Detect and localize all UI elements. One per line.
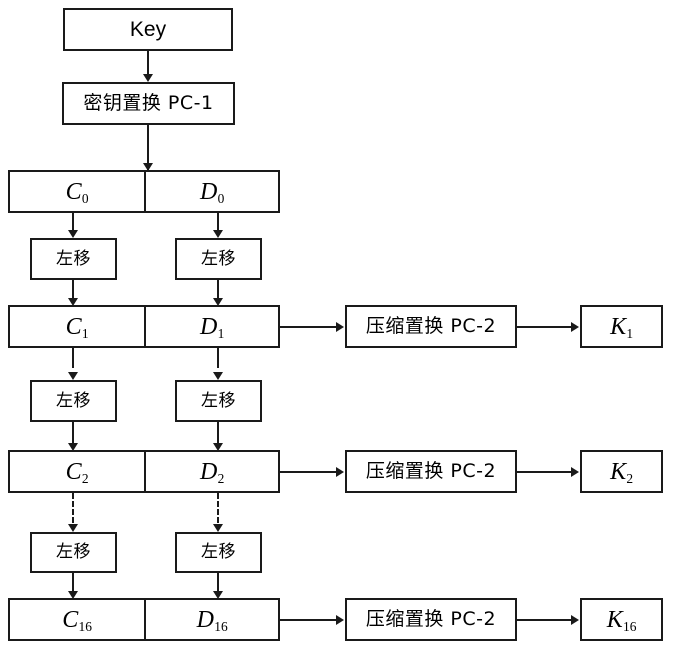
connector-pc2-to-k16 <box>517 619 572 621</box>
connector-shift3-to-d16 <box>217 573 219 591</box>
node-pc2-2: 压缩置换 PC-2 <box>345 450 517 493</box>
arrowhead-shift2-to-d2 <box>213 443 223 451</box>
node-shift-3-left: 左移 <box>30 532 117 573</box>
node-pc2-16: 压缩置换 PC-2 <box>345 598 517 641</box>
arrowhead-c1-to-shift2 <box>68 372 78 380</box>
arrowhead-pc2-to-k16 <box>571 615 579 625</box>
node-key: Key <box>63 8 233 51</box>
arrowhead-pc2-to-k2 <box>571 467 579 477</box>
connector-pc2-to-k2 <box>517 471 572 473</box>
connector-pc1-to-reg0 <box>147 125 149 170</box>
connector-reg1-to-pc2 <box>280 326 337 328</box>
node-subkey-k1: K1 <box>580 305 663 348</box>
subkey-k1-label: K1 <box>610 313 634 341</box>
arrowhead-reg2-to-pc2 <box>336 467 344 477</box>
connector-c2-to-shift3-dashed <box>72 493 74 523</box>
subkey-k16-label: K16 <box>606 606 637 634</box>
connector-shift1-to-c1 <box>72 280 74 302</box>
register-c16-label: C16 <box>62 606 92 634</box>
register-d16-label: D16 <box>196 606 228 634</box>
arrowhead-shift3-to-c16 <box>68 591 78 599</box>
arrowhead-pc2-to-k1 <box>571 322 579 332</box>
node-pc2-1: 压缩置换 PC-2 <box>345 305 517 348</box>
register-c2: C2 <box>10 452 144 491</box>
node-shift-1-right: 左移 <box>175 238 262 280</box>
register-row-0: C0 D0 <box>8 170 280 213</box>
register-row-2: C2 D2 <box>8 450 280 493</box>
arrowhead-d0-to-shift1 <box>213 230 223 238</box>
node-shift-2-right: 左移 <box>175 380 262 422</box>
register-c16: C16 <box>10 600 144 639</box>
register-c1-label: C1 <box>65 313 89 341</box>
arrowhead-c0-to-shift1 <box>68 230 78 238</box>
node-shift-3-right: 左移 <box>175 532 262 573</box>
arrowhead-shift3-to-d16 <box>213 591 223 599</box>
register-d1-label: D1 <box>199 313 225 341</box>
node-pc1: 密钥置换 PC-1 <box>62 82 235 125</box>
arrowhead-reg16-to-pc2 <box>336 615 344 625</box>
connector-shift2-to-c2 <box>72 422 74 444</box>
arrowhead-shift2-to-c2 <box>68 443 78 451</box>
node-subkey-k16: K16 <box>580 598 663 641</box>
register-d1: D1 <box>144 307 278 346</box>
register-d0-label: D0 <box>199 178 225 206</box>
connector-pc2-to-k1 <box>517 326 572 328</box>
register-d16: D16 <box>144 600 278 639</box>
arrowhead-shift1-to-d1 <box>213 298 223 306</box>
connector-shift3-to-c16 <box>72 573 74 591</box>
arrowhead-c2-to-shift3 <box>68 524 78 532</box>
register-row-1: C1 D1 <box>8 305 280 348</box>
register-d0: D0 <box>144 172 278 211</box>
connector-shift2-to-d2 <box>217 422 219 444</box>
register-c1: C1 <box>10 307 144 346</box>
connector-reg2-to-pc2 <box>280 471 337 473</box>
connector-d2-to-shift3-dashed <box>217 493 219 523</box>
register-row-16: C16 D16 <box>8 598 280 641</box>
subkey-k2-label: K2 <box>610 458 634 486</box>
register-c0-label: C0 <box>65 178 89 206</box>
node-shift-1-left: 左移 <box>30 238 117 280</box>
arrowhead-pc1-to-reg0 <box>143 163 153 171</box>
arrowhead-reg1-to-pc2 <box>336 322 344 332</box>
arrowhead-d1-to-shift2 <box>213 372 223 380</box>
connector-key-to-pc1 <box>147 51 149 77</box>
connector-c1-to-shift2 <box>72 348 74 368</box>
register-c0: C0 <box>10 172 144 211</box>
arrowhead-d2-to-shift3 <box>213 524 223 532</box>
connector-d0-to-shift1 <box>217 213 219 233</box>
connector-c0-to-shift1 <box>72 213 74 233</box>
register-d2: D2 <box>144 452 278 491</box>
register-d2-label: D2 <box>199 458 225 486</box>
connector-reg16-to-pc2 <box>280 619 337 621</box>
register-c2-label: C2 <box>65 458 89 486</box>
node-subkey-k2: K2 <box>580 450 663 493</box>
arrowhead-key-to-pc1 <box>143 74 153 82</box>
connector-shift1-to-d1 <box>217 280 219 302</box>
node-shift-2-left: 左移 <box>30 380 117 422</box>
connector-d1-to-shift2 <box>217 348 219 368</box>
arrowhead-shift1-to-c1 <box>68 298 78 306</box>
